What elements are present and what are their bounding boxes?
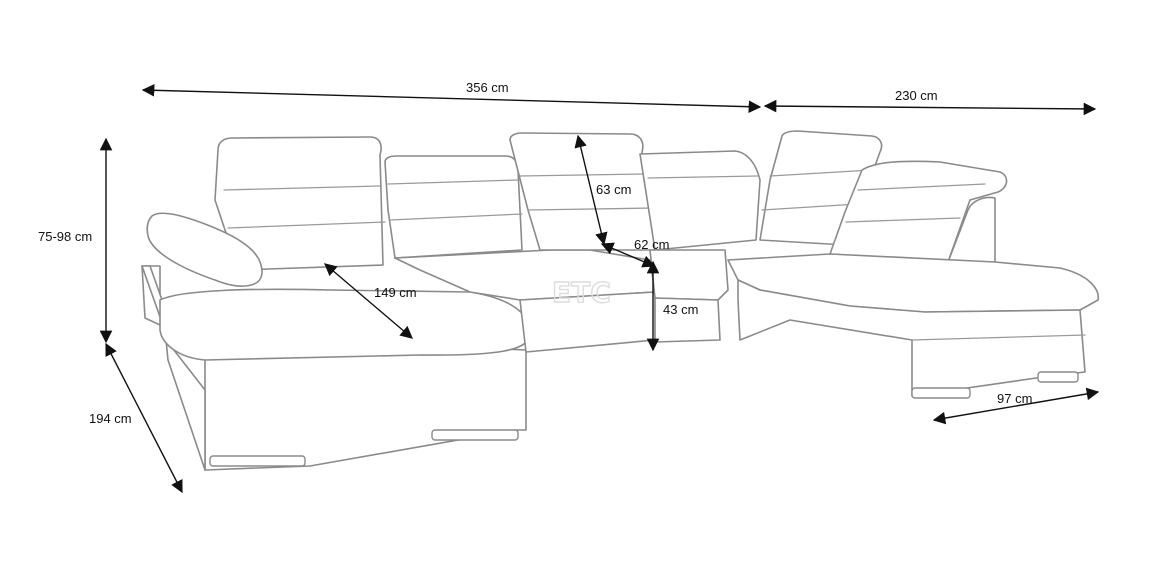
left-back-frame bbox=[214, 136, 384, 271]
dim-line-depth bbox=[105, 342, 183, 494]
corner-back-seam bbox=[647, 175, 759, 179]
left-chaise-cushion bbox=[159, 288, 531, 361]
middle-back-left bbox=[384, 155, 523, 259]
sofa-drawing: ETC bbox=[141, 130, 1099, 471]
right-back-seam-3 bbox=[857, 183, 986, 191]
label-height: 75-98 cm bbox=[38, 229, 92, 244]
dim-line-total-width bbox=[141, 84, 762, 113]
dimension-lines bbox=[99, 84, 1100, 494]
right-back-seam-4 bbox=[845, 217, 961, 223]
label-seat-depth: 62 cm bbox=[634, 237, 669, 252]
dim-line-right-depth bbox=[932, 387, 1100, 425]
dim-line-right-width bbox=[763, 99, 1097, 116]
label-chaise-length: 149 cm bbox=[374, 285, 417, 300]
label-depth: 194 cm bbox=[89, 411, 132, 426]
label-headrest-height: 63 cm bbox=[596, 182, 631, 197]
left-back-seam-1 bbox=[223, 185, 381, 191]
right-back-right bbox=[829, 160, 1008, 263]
left-armrest bbox=[146, 212, 263, 287]
corner-seat bbox=[649, 249, 729, 301]
middle-back-seam-2 bbox=[389, 213, 523, 221]
dim-line-headrest bbox=[574, 134, 608, 246]
label-right-width: 230 cm bbox=[895, 88, 938, 103]
right-arm-block bbox=[947, 196, 996, 263]
dim-line-chaise bbox=[324, 263, 413, 339]
foot-right-1 bbox=[911, 387, 971, 399]
dimension-labels: 356 cm 230 cm 75-98 cm 63 cm 62 cm 149 c… bbox=[38, 80, 1032, 426]
right-back-seam-1 bbox=[769, 169, 873, 177]
watermark: ETC bbox=[552, 276, 611, 309]
corner-back bbox=[639, 150, 761, 251]
center-back bbox=[509, 132, 656, 251]
foot-right-2 bbox=[1037, 371, 1079, 383]
foot-left-2 bbox=[431, 429, 519, 441]
label-total-width: 356 cm bbox=[466, 80, 509, 95]
left-back-seam-2 bbox=[227, 221, 386, 229]
right-chaise-seam bbox=[911, 334, 1086, 341]
dim-line-seat-depth bbox=[600, 242, 656, 268]
middle-back-seam-1 bbox=[387, 179, 519, 185]
label-seat-height: 43 cm bbox=[663, 302, 698, 317]
label-right-depth: 97 cm bbox=[997, 391, 1032, 406]
right-back-seam-2 bbox=[761, 203, 859, 211]
foot-left-1 bbox=[209, 455, 306, 467]
